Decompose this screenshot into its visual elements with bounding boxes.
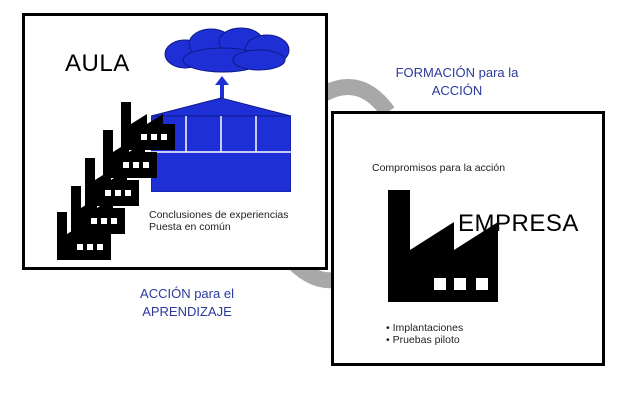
flow-caption-top: FORMACIÓN para la ACCIÓN (372, 64, 542, 100)
list-item: Implantaciones (386, 322, 464, 334)
aula-notes: Conclusiones de experiencias Puesta en c… (149, 209, 289, 233)
flow-caption-top-line1: FORMACIÓN para la (395, 65, 519, 80)
aula-note-item: Conclusiones de experiencias (149, 209, 289, 221)
empresa-header: Compromisos para la acción (372, 162, 506, 174)
flow-caption-bottom-line1: ACCIÓN para el (140, 286, 234, 301)
factory-icon (57, 102, 175, 260)
empresa-box: Compromisos para la acción EMPRESA Impla… (331, 111, 605, 366)
flow-caption-top-line2: ACCIÓN (431, 83, 483, 98)
flow-caption-bottom: ACCIÓN para el APRENDIZAJE (112, 285, 262, 321)
aula-title: AULA (65, 50, 130, 77)
aula-note-item: Puesta en común (149, 221, 231, 233)
empresa-bullets: Implantaciones Pruebas piloto (386, 322, 464, 346)
flow-caption-bottom-line2: APRENDIZAJE (142, 304, 232, 319)
big-factory-icon (388, 190, 498, 302)
list-item: Pruebas piloto (386, 334, 463, 346)
arrow-up-icon (215, 76, 229, 98)
empresa-title: EMPRESA (458, 210, 579, 237)
aula-box: AULA (22, 13, 328, 270)
cloud-icon (164, 27, 290, 73)
